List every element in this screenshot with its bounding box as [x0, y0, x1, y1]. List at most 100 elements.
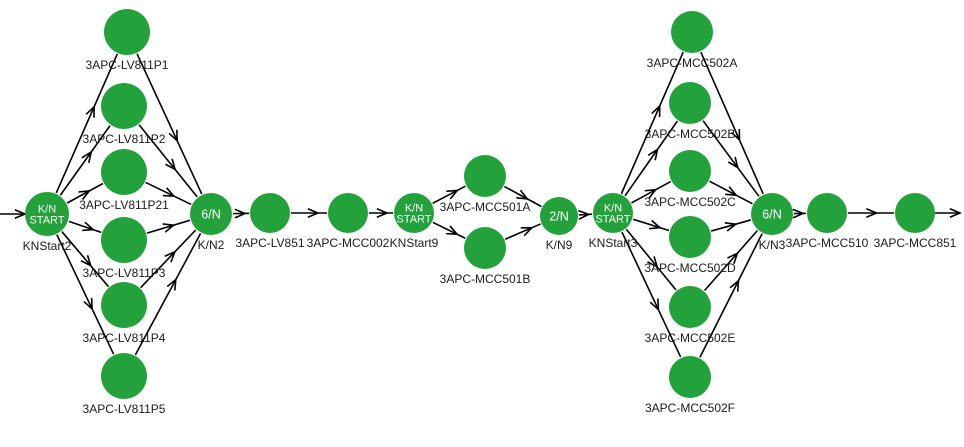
- node-mcc510[interactable]: [807, 193, 847, 233]
- node-mcc851[interactable]: [895, 193, 935, 233]
- edge-arrow-icon: [162, 187, 176, 197]
- node-mcc502c[interactable]: [669, 150, 711, 192]
- edge-lv811p3-to-kn2[interactable]: [146, 219, 191, 234]
- node-mcc502b[interactable]: [669, 82, 711, 124]
- node-circle-mcc502d[interactable]: [669, 216, 711, 258]
- edge-arrow-icon: [307, 207, 321, 219]
- node-caption-mcc510: 3APC-MCC510: [786, 236, 869, 250]
- edge-arrow-icon: [866, 207, 879, 219]
- edge-arrow-icon: [234, 208, 248, 219]
- node-circle-kn2[interactable]: [190, 193, 232, 235]
- edge-mcc002-to-knstart9[interactable]: [369, 207, 393, 219]
- entry-stub[interactable]: [0, 208, 28, 220]
- node-mcc502f[interactable]: [669, 356, 711, 398]
- edge-mcc502a-to-kn3[interactable]: [700, 51, 764, 195]
- node-lv811p1[interactable]: [104, 9, 150, 55]
- edge-mcc502c-to-kn3[interactable]: [709, 180, 753, 205]
- edge-mcc502d-to-kn3[interactable]: [710, 219, 752, 232]
- node-circle-mcc851[interactable]: [895, 193, 935, 233]
- node-circle-lv811p4[interactable]: [101, 282, 147, 328]
- node-caption-mcc851: 3APC-MCC851: [874, 236, 957, 250]
- edge-knstart2-to-lv811p1[interactable]: [55, 53, 119, 194]
- node-circle-knstart9[interactable]: [394, 193, 434, 233]
- node-circle-mcc502a[interactable]: [671, 11, 713, 53]
- edge-lv811p21-to-kn2[interactable]: [145, 181, 192, 206]
- node-circle-mcc502b[interactable]: [669, 82, 711, 124]
- node-circle-lv811p2[interactable]: [101, 83, 147, 129]
- edge-lv811p2-to-kn2[interactable]: [138, 124, 198, 198]
- edge-kn2-to-lv851[interactable]: [232, 208, 250, 219]
- edge-arrow-icon: [725, 186, 738, 197]
- node-lv811p21[interactable]: [101, 149, 147, 195]
- edge-knstart9-to-mcc501b[interactable]: [432, 221, 466, 239]
- edge-mcc501b-to-kn9[interactable]: [504, 223, 541, 241]
- node-circle-lv851[interactable]: [250, 193, 290, 233]
- edge-kn3-to-mcc510[interactable]: [792, 208, 807, 219]
- node-mcc502d[interactable]: [669, 216, 711, 258]
- node-caption-kn9: K/N9: [546, 238, 573, 252]
- edge-knstart2-to-lv811p5[interactable]: [56, 234, 115, 355]
- edge-knstart3-to-mcc502b[interactable]: [624, 120, 679, 197]
- edge-knstart3-to-mcc502d[interactable]: [632, 218, 670, 232]
- node-circle-mcc002[interactable]: [328, 193, 368, 233]
- node-lv851[interactable]: [250, 193, 290, 233]
- node-circle-mcc501a[interactable]: [464, 155, 506, 197]
- edge-lv811p1-to-kn2[interactable]: [136, 53, 203, 195]
- edge-knstart3-to-mcc502c[interactable]: [631, 180, 672, 204]
- edge-knstart3-to-mcc502f[interactable]: [621, 231, 682, 358]
- edge-layer: [0, 51, 963, 358]
- edge-arrow-icon: [83, 297, 93, 311]
- node-kn3[interactable]: 6/N: [751, 193, 793, 235]
- exit-stub[interactable]: [935, 207, 963, 219]
- node-circle-kn3[interactable]: [751, 193, 793, 235]
- edge-knstart2-to-lv811p21[interactable]: [66, 182, 104, 204]
- edge-knstart9-to-mcc501a[interactable]: [432, 185, 466, 205]
- edge-knstart3-to-mcc502a[interactable]: [620, 51, 684, 195]
- node-circle-mcc501b[interactable]: [464, 227, 506, 269]
- edge-knstart3-to-mcc502e[interactable]: [625, 228, 677, 291]
- node-kn9[interactable]: 2/N: [540, 197, 578, 235]
- edge-lv811p4-to-kn2[interactable]: [140, 229, 197, 289]
- edge-lv811p5-to-kn2[interactable]: [134, 233, 202, 356]
- edge-kn9-to-knstart3[interactable]: [578, 209, 593, 220]
- edge-arrow-icon: [376, 207, 390, 219]
- node-kn2[interactable]: 6/N: [190, 193, 232, 235]
- edge-knstart2-to-lv811p2[interactable]: [59, 125, 111, 196]
- node-lv811p2[interactable]: [101, 83, 147, 129]
- node-circle-lv811p21[interactable]: [101, 149, 147, 195]
- edge-mcc501a-to-kn9[interactable]: [503, 185, 542, 208]
- node-mcc002[interactable]: [328, 193, 368, 233]
- edge-mcc502e-to-kn3[interactable]: [703, 229, 759, 292]
- node-caption-mcc502c: 3APC-MCC502C: [644, 195, 736, 209]
- edge-arrow-icon: [165, 158, 177, 172]
- node-mcc502e[interactable]: [669, 286, 711, 328]
- node-lv811p5[interactable]: [101, 353, 147, 399]
- edge-line: [145, 181, 192, 206]
- node-circle-mcc502e[interactable]: [669, 286, 711, 328]
- node-circle-lv811p1[interactable]: [104, 9, 150, 55]
- node-circle-lv811p3[interactable]: [101, 217, 147, 263]
- node-circle-knstart2[interactable]: [25, 192, 69, 236]
- edge-knstart2-to-lv811p4[interactable]: [61, 231, 110, 288]
- node-mcc501a[interactable]: [464, 155, 506, 197]
- edge-knstart2-to-lv811p3[interactable]: [68, 220, 102, 234]
- node-lv811p3[interactable]: [101, 217, 147, 263]
- edge-mcc510-to-mcc851[interactable]: [848, 207, 894, 219]
- edge-mcc502b-to-kn3[interactable]: [702, 120, 760, 197]
- node-circle-knstart3[interactable]: [593, 193, 633, 233]
- node-mcc502a[interactable]: [671, 11, 713, 53]
- node-mcc501b[interactable]: [464, 227, 506, 269]
- node-circle-mcc502c[interactable]: [669, 150, 711, 192]
- node-circle-mcc510[interactable]: [807, 193, 847, 233]
- node-circle-kn9[interactable]: [540, 197, 578, 235]
- edge-arrow-icon: [81, 150, 93, 163]
- node-circle-mcc502f[interactable]: [669, 356, 711, 398]
- node-circle-lv811p5[interactable]: [101, 353, 147, 399]
- node-lv811p4[interactable]: [101, 282, 147, 328]
- edge-mcc502f-to-kn3[interactable]: [699, 233, 763, 358]
- edge-lv851-to-mcc002[interactable]: [291, 207, 327, 219]
